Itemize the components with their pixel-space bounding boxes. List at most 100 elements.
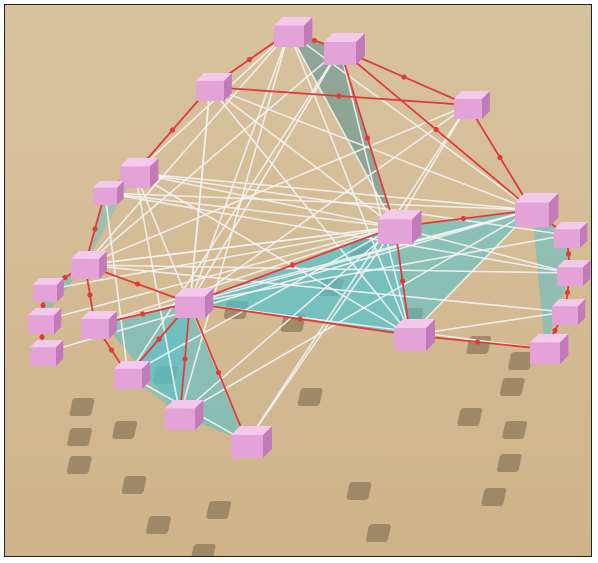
edge-marker xyxy=(40,302,46,309)
node-shadow xyxy=(499,378,525,396)
edge-marker xyxy=(497,154,503,161)
surface-patch xyxy=(105,303,247,442)
node-side-face xyxy=(142,361,150,389)
network-node xyxy=(378,210,422,244)
node-side-face xyxy=(150,158,159,188)
node-front-face xyxy=(394,327,426,351)
network-edge xyxy=(84,31,290,266)
node-front-face xyxy=(530,342,560,364)
node-top-face xyxy=(557,260,591,268)
network-node xyxy=(71,251,107,279)
network-edge xyxy=(189,31,290,304)
edge-marker xyxy=(552,327,558,334)
node-front-face xyxy=(93,187,117,205)
node-shadow xyxy=(457,408,483,426)
node-side-face xyxy=(549,193,559,227)
network-node xyxy=(165,400,204,430)
node-shadows xyxy=(66,238,533,556)
edge-marker xyxy=(311,37,318,44)
network-edge xyxy=(189,48,341,304)
node-top-face xyxy=(530,334,569,343)
node-side-face xyxy=(482,91,490,119)
node-shadow xyxy=(67,428,92,446)
network-node xyxy=(231,426,272,458)
node-front-face xyxy=(454,98,482,119)
node-shadow xyxy=(508,352,533,370)
node-side-face xyxy=(54,308,62,334)
network-nodes xyxy=(28,17,591,458)
network-edge xyxy=(246,226,396,443)
network-node xyxy=(530,334,569,364)
node-side-face xyxy=(56,340,64,366)
network-node xyxy=(554,222,588,248)
network-edge xyxy=(409,209,533,336)
node-front-face xyxy=(554,229,580,248)
network-node xyxy=(33,278,64,302)
network-scene xyxy=(5,5,591,556)
network-edge xyxy=(40,226,396,322)
node-front-face xyxy=(120,166,150,188)
node-shadow xyxy=(346,482,372,500)
node-front-face xyxy=(71,258,99,279)
node-shadow xyxy=(297,388,323,406)
edge-marker xyxy=(433,126,439,133)
network-edge xyxy=(104,192,396,228)
network-edge xyxy=(127,48,341,376)
node-front-face xyxy=(557,267,583,286)
edge-marker xyxy=(182,356,188,362)
node-front-face xyxy=(33,284,57,302)
edge-marker xyxy=(401,74,407,80)
edge-marker xyxy=(39,334,45,340)
edge-marker xyxy=(139,311,146,317)
network-edge xyxy=(179,226,396,416)
edge-marker xyxy=(399,278,406,284)
node-side-face xyxy=(356,33,365,65)
network-node xyxy=(81,311,117,339)
node-top-face xyxy=(120,158,159,167)
node-top-face xyxy=(165,400,204,409)
node-shadow xyxy=(502,421,528,439)
network-node xyxy=(175,288,214,318)
node-top-face xyxy=(30,340,64,348)
network-edge xyxy=(394,226,571,274)
node-side-face xyxy=(304,17,313,47)
node-top-face xyxy=(71,251,107,259)
network-edge xyxy=(127,226,396,376)
node-side-face xyxy=(560,334,569,364)
node-shadow xyxy=(121,476,147,494)
node-shadow xyxy=(366,524,391,542)
node-side-face xyxy=(412,210,422,244)
node-side-face xyxy=(195,400,204,430)
network-edge xyxy=(189,302,546,350)
node-side-face xyxy=(580,222,588,248)
node-front-face xyxy=(175,296,205,318)
node-front-face xyxy=(165,408,195,430)
network-edge xyxy=(134,172,181,416)
node-front-face xyxy=(552,306,578,325)
network-edge xyxy=(104,192,129,376)
network-node xyxy=(274,17,313,47)
edge-marker xyxy=(297,316,303,322)
network-node xyxy=(394,319,435,351)
edge-marker xyxy=(215,369,222,376)
network-node xyxy=(30,340,64,366)
node-front-face xyxy=(274,25,304,47)
node-top-face xyxy=(81,311,117,319)
network-node xyxy=(515,193,559,227)
network-node xyxy=(324,33,365,65)
node-side-face xyxy=(426,319,435,351)
node-top-face xyxy=(274,17,313,26)
node-top-face xyxy=(554,222,588,230)
node-front-face xyxy=(378,219,412,244)
node-front-face xyxy=(324,41,356,65)
node-top-face xyxy=(378,210,422,220)
network-edge xyxy=(288,31,411,336)
network-edge xyxy=(179,31,290,416)
edge-marker xyxy=(289,262,296,268)
node-front-face xyxy=(30,347,56,366)
network-edge xyxy=(84,48,341,266)
node-top-face xyxy=(175,288,214,297)
network-node xyxy=(196,73,232,101)
edge-marker xyxy=(134,281,141,287)
network-edge xyxy=(42,209,533,354)
